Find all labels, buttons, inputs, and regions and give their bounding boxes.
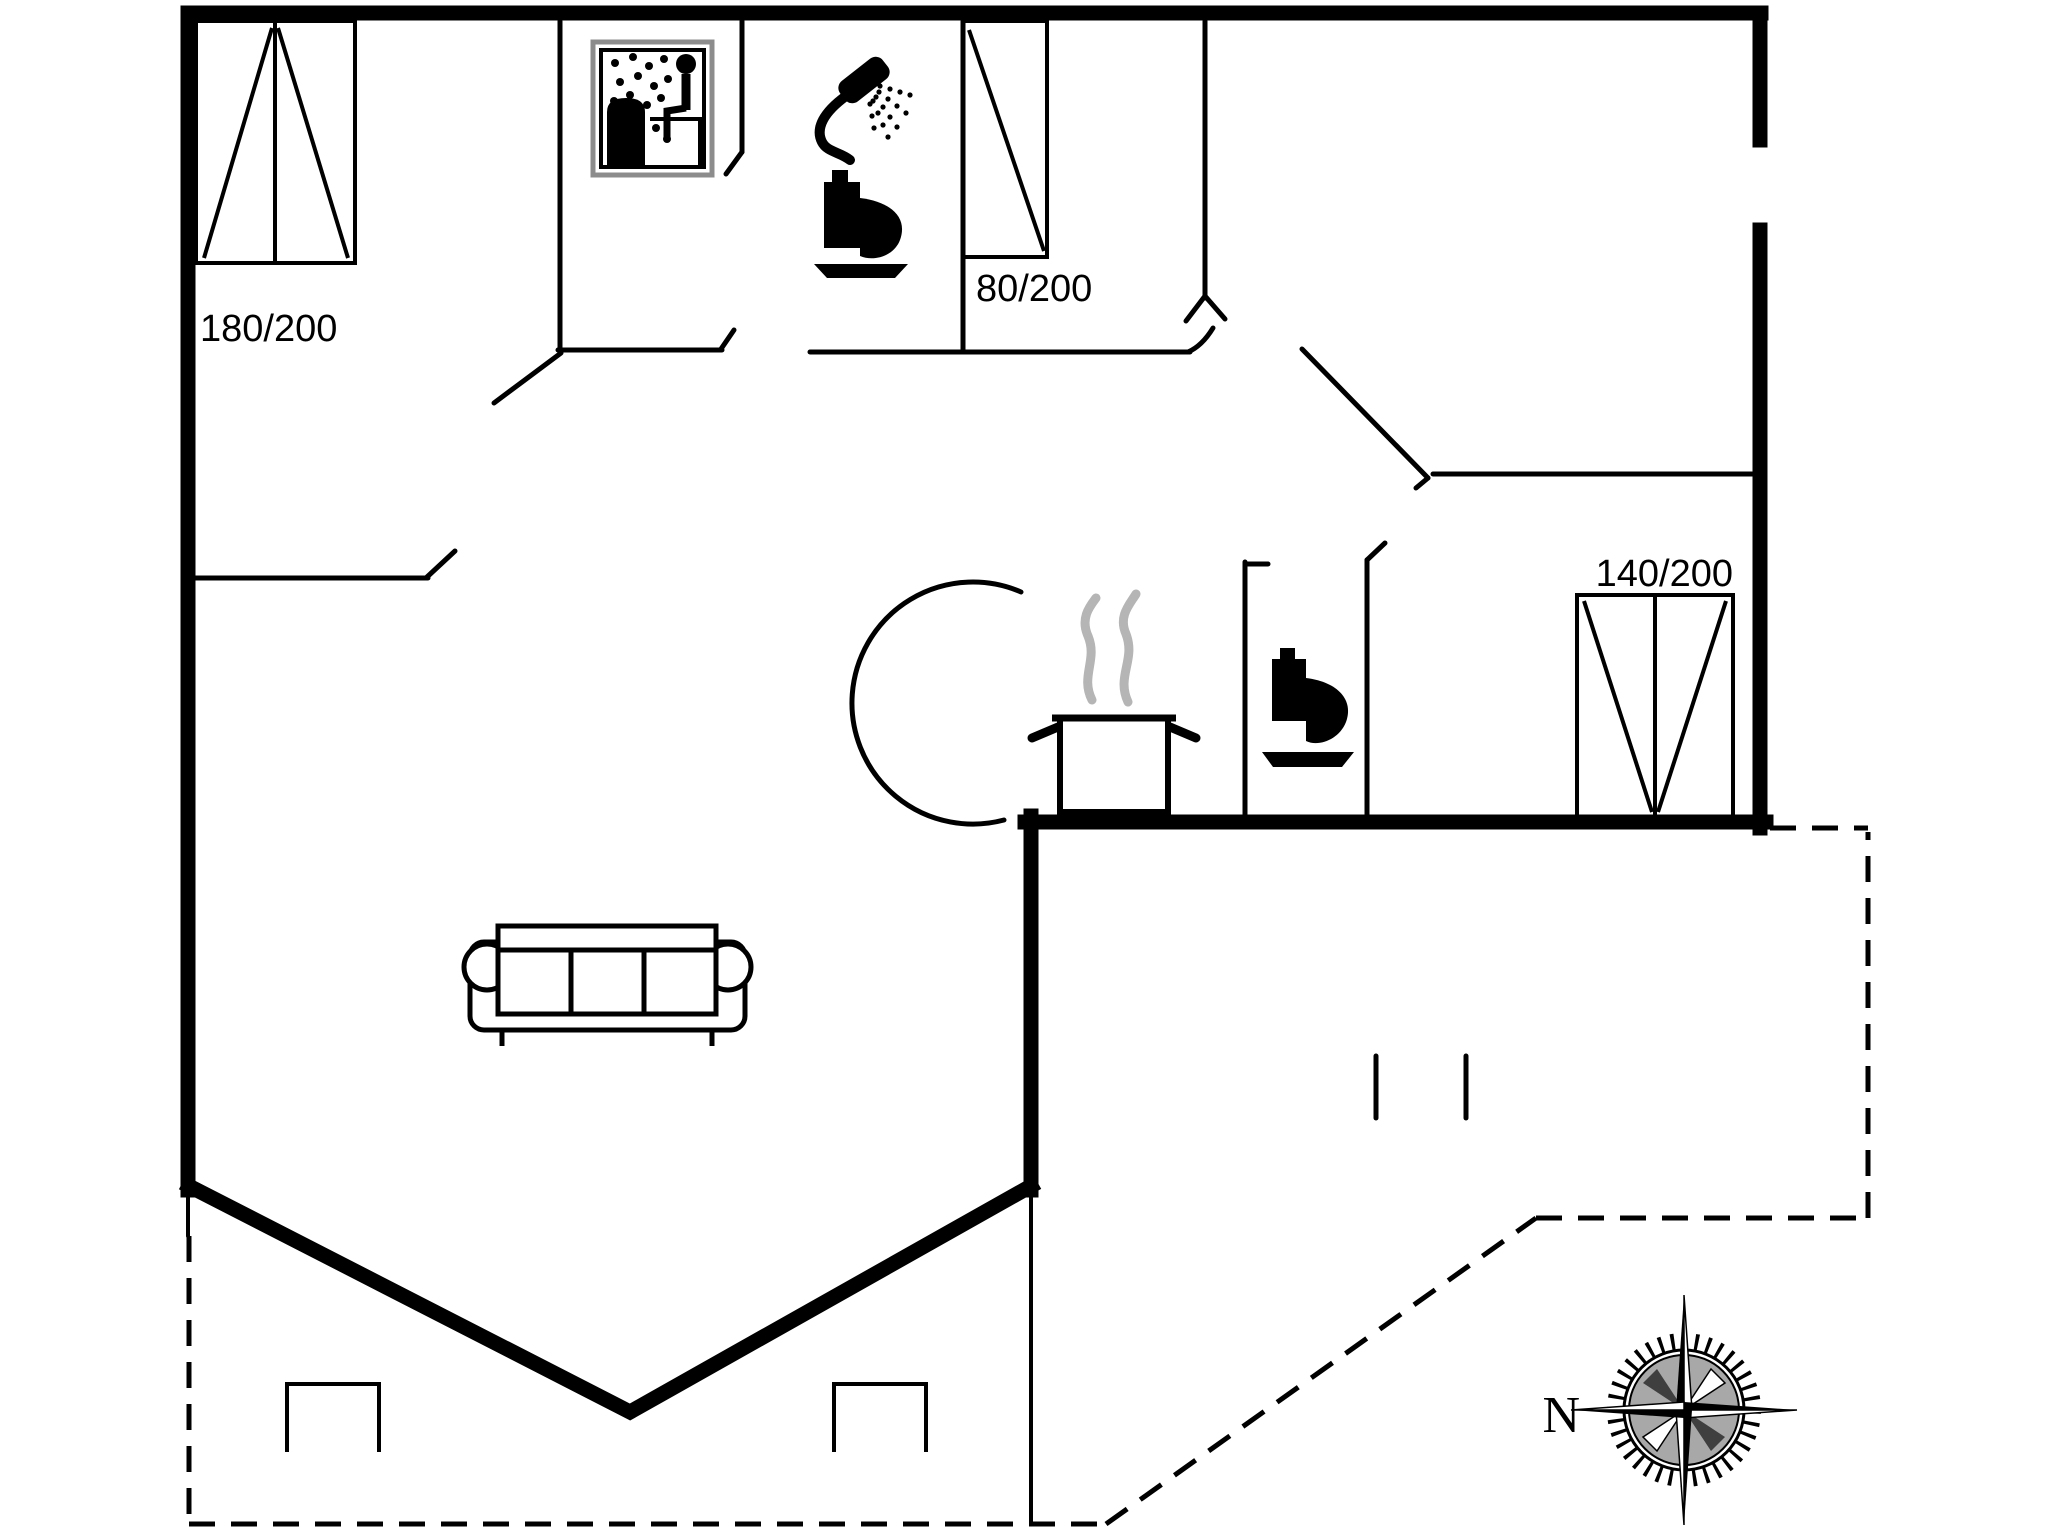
bed-fold-line — [967, 29, 1046, 252]
interior-walls — [186, 18, 1761, 1524]
door-swing-tick-wc — [1364, 540, 1388, 563]
door-frame-tick-living — [424, 548, 458, 580]
wall-terrace-gable — [178, 1175, 1042, 1421]
steam-wisp — [1080, 593, 1101, 705]
pot-handle-left — [1027, 722, 1063, 743]
toilet-lid-knob — [1280, 648, 1295, 659]
outer-walls — [178, 5, 1774, 1421]
bed-140-200: 140/200 — [1575, 553, 1735, 820]
door-leaf-bedroom2 — [1299, 346, 1431, 481]
door-swing-tick-sauna — [723, 149, 745, 177]
toilet-bowl — [860, 198, 903, 259]
door-swing-tick-bedroom3 — [1185, 325, 1216, 355]
terrace-dashed-outline — [186, 825, 1871, 1527]
bed-180-200: 180/200 — [194, 19, 357, 350]
sauna-icon — [590, 39, 715, 178]
compass-point-nw — [1643, 1369, 1684, 1410]
bed-80-200: 80/200 — [961, 19, 1092, 310]
door-leaf-end-tick — [1413, 475, 1431, 491]
terrace-post — [285, 1382, 381, 1452]
cooking-pot-icon — [1027, 589, 1201, 815]
shower-icon — [814, 56, 913, 165]
pot-handle-right — [1165, 722, 1201, 743]
compass-rose-icon: N — [1542, 1294, 1798, 1526]
toilet-tank — [1272, 659, 1306, 721]
sauna-person — [650, 54, 706, 167]
sofa-icon — [461, 923, 754, 1046]
door-frame-tick — [718, 327, 737, 352]
terrace-posts — [285, 1382, 928, 1452]
bed-fold-line — [276, 27, 350, 259]
bed-size-label: 140/200 — [1596, 553, 1733, 595]
terrace-post — [832, 1382, 928, 1452]
compass-main-spikes — [1570, 1294, 1798, 1526]
sauna-stove — [607, 98, 645, 166]
bed-size-label: 80/200 — [976, 268, 1092, 310]
shower-spray-dots — [867, 83, 913, 140]
steam-wisp — [1118, 589, 1141, 707]
compass-north-label: N — [1542, 1387, 1580, 1444]
door-frame-tick — [1202, 293, 1228, 322]
sofa-seat — [495, 947, 719, 1017]
sauna-steam-dots — [610, 53, 672, 143]
shower-arm — [814, 91, 855, 165]
toilet-base — [1262, 752, 1354, 767]
compass-point-ne — [1683, 1367, 1727, 1411]
toilet-icon — [814, 170, 908, 278]
toilet-lid-knob — [832, 170, 848, 182]
bed-fold-line — [1582, 600, 1654, 813]
shower-head — [838, 56, 890, 104]
door-leaf-bedroom1 — [491, 350, 564, 406]
door-arc-kitchen — [849, 579, 1024, 827]
compass-point-sw — [1641, 1409, 1685, 1453]
door-frame-tick — [1183, 293, 1208, 324]
bed-fold-line — [202, 27, 274, 259]
dashed-diagonal — [1104, 1215, 1538, 1527]
bed-size-label: 180/200 — [200, 308, 337, 350]
toilet-base — [814, 264, 908, 278]
toilet-bowl — [1306, 678, 1349, 744]
bed-fold-line — [1656, 600, 1728, 813]
bed-outline — [961, 19, 1049, 259]
sofa-backrest — [495, 923, 719, 953]
pot-body — [1057, 715, 1171, 815]
toilet-tank — [824, 182, 860, 248]
toilet-icon — [1262, 648, 1354, 767]
compass-point-se — [1684, 1410, 1725, 1451]
